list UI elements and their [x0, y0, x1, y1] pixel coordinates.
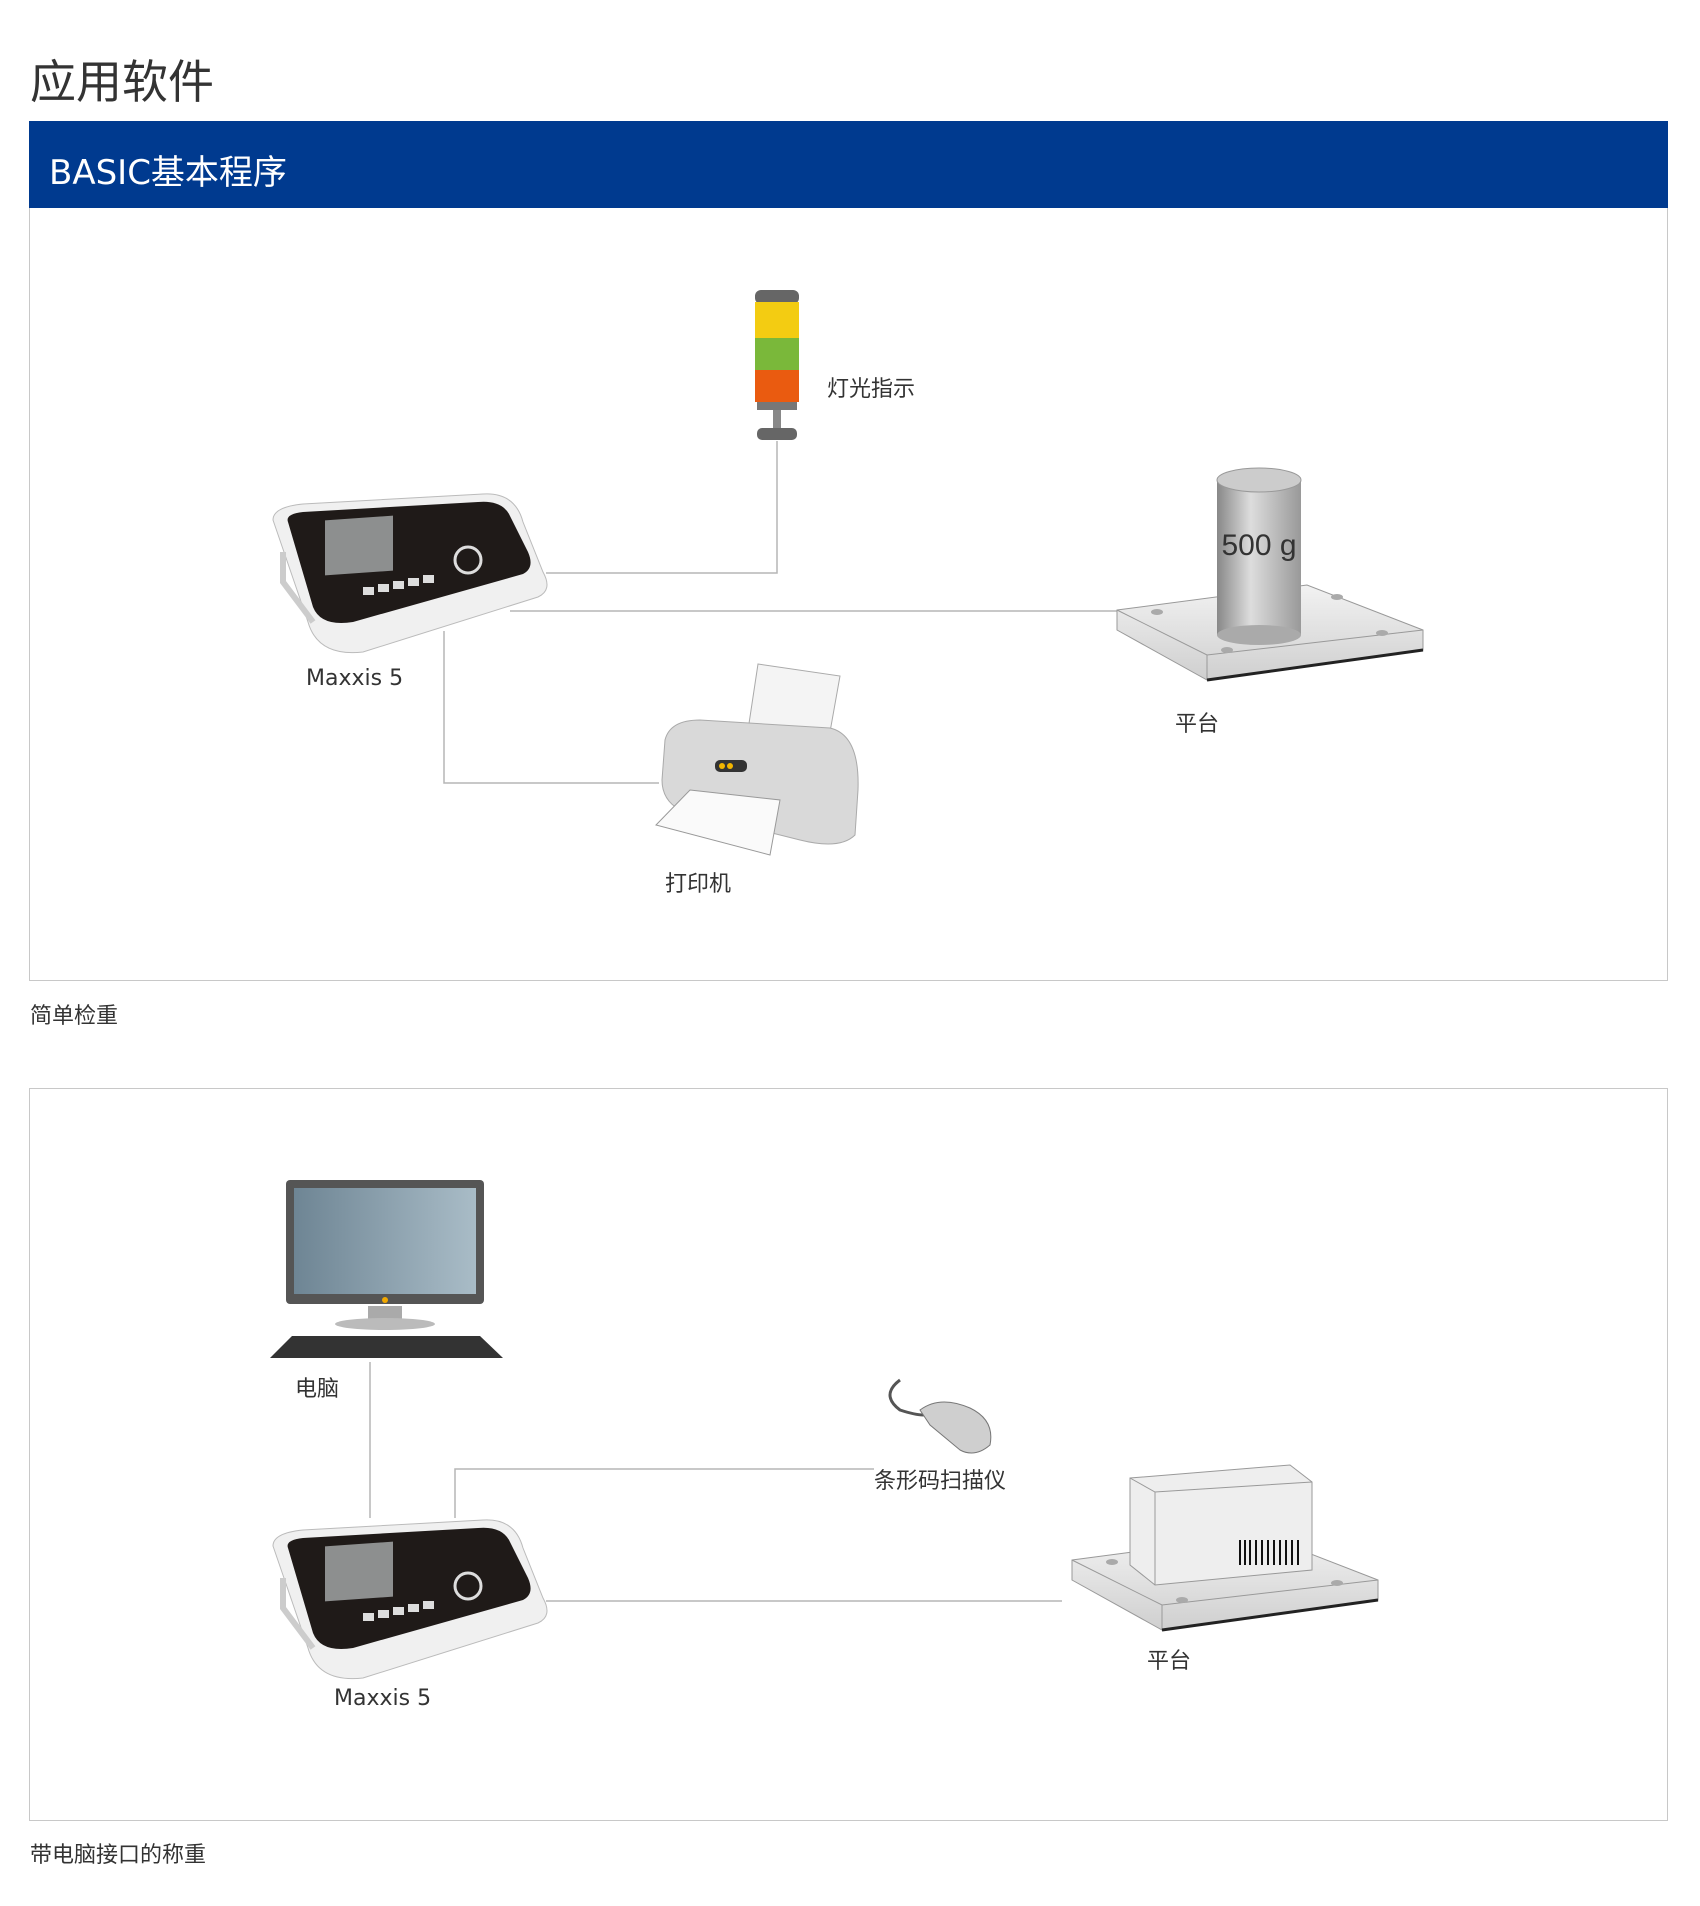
computer-icon: [270, 1180, 503, 1358]
maxxis-terminal-icon-2: [273, 1520, 547, 1679]
printer-icon: [655, 663, 859, 856]
label-terminal-2: Maxxis 5: [334, 1686, 432, 1711]
label-light-indicator: 灯光指示: [827, 377, 916, 402]
label-printer: 打印机: [665, 872, 732, 897]
maxxis-terminal-icon: [273, 494, 547, 653]
light-tower-icon: [755, 290, 799, 440]
label-scanner: 条形码扫描仪: [874, 1469, 1007, 1494]
section-title: BASIC基本程序: [49, 153, 287, 193]
section-banner: BASIC基本程序: [29, 121, 1668, 208]
weighing-platform-icon: [1115, 467, 1425, 682]
weight-label: 500 g: [1221, 529, 1296, 562]
label-platform: 平台: [1175, 712, 1220, 737]
connection-lines: [369, 441, 1117, 1602]
page-title: 应用软件: [30, 55, 214, 109]
label-platform-2: 平台: [1147, 1649, 1192, 1674]
label-terminal: Maxxis 5: [306, 666, 404, 691]
label-computer: 电脑: [295, 1377, 340, 1402]
weighing-platform-with-box-icon: [1070, 1464, 1380, 1632]
diagram1-caption: 简单检重: [30, 1004, 119, 1029]
barcode-scanner-icon: [888, 1378, 992, 1454]
diagram2-caption: 带电脑接口的称重: [30, 1843, 207, 1868]
